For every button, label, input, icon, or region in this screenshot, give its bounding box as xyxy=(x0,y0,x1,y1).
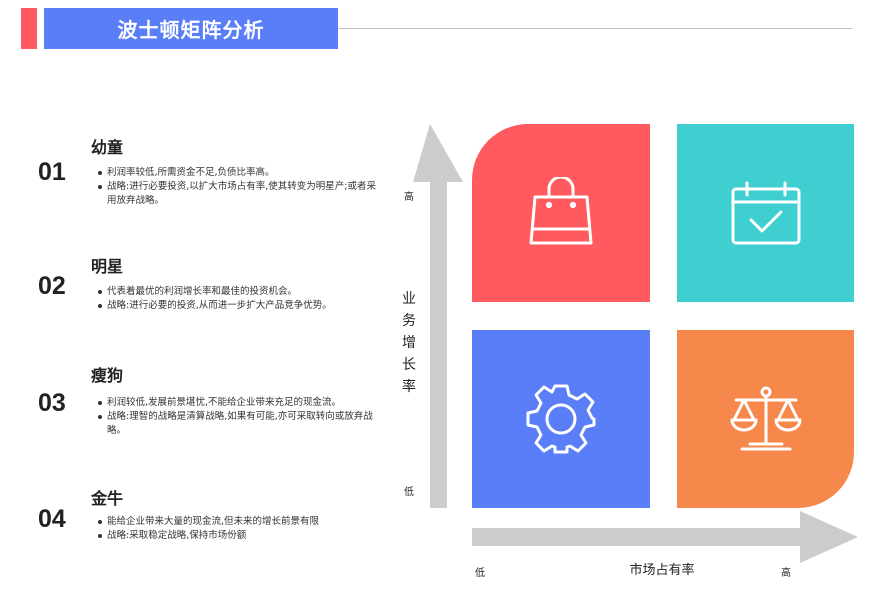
item-title: 幼童 xyxy=(91,138,124,157)
bullet-text: 战略:进行必要投资,以扩大市场占有率,使其转变为明星产;或者采用放弃战略。 xyxy=(98,180,376,208)
y-axis-title: 业务增长率 xyxy=(402,291,416,395)
shopping-bag-icon xyxy=(529,177,593,245)
x-axis-title: 市场占有率 xyxy=(629,563,695,578)
item-title: 明星 xyxy=(91,257,124,276)
x-axis-arrow xyxy=(472,511,858,563)
bullet-text: 代表着最优的利润增长率和最佳的投资机会。 xyxy=(98,285,376,299)
item-number: 01 xyxy=(38,158,66,186)
quadrant-top-left xyxy=(472,124,650,302)
bullet-text: 战略:进行必要的投资,从而进一步扩大产品竞争优势。 xyxy=(98,299,376,313)
item-bullets: 利润率较低,所需资金不足,负债比率高。 战略:进行必要投资,以扩大市场占有率,使… xyxy=(98,166,376,208)
bullet-text: 利润较低,发展前景堪忧,不能给企业带来充足的现金流。 xyxy=(98,396,376,410)
y-axis-low-label: 低 xyxy=(404,487,414,498)
item-number: 02 xyxy=(38,272,66,300)
item-title: 金牛 xyxy=(91,489,124,508)
item-title: 瘦狗 xyxy=(91,366,124,385)
header-accent-bar xyxy=(21,8,37,49)
page-title: 波士顿矩阵分析 xyxy=(117,18,265,42)
item-number: 04 xyxy=(38,505,66,533)
quadrant-bottom-right xyxy=(677,330,854,508)
x-axis-high-label: 高 xyxy=(781,568,791,579)
gear-icon xyxy=(526,384,596,454)
header-title-bar: 波士顿矩阵分析 xyxy=(44,8,338,49)
quadrant-top-right xyxy=(677,124,854,302)
balance-scale-icon xyxy=(730,386,801,451)
item-bullets: 能给企业带来大量的现金流,但未来的增长前景有限 战略:采取稳定战略,保持市场份额 xyxy=(98,515,376,543)
bullet-text: 战略:理智的战略是清算战略,如果有可能,亦可采取转向或放弃战略。 xyxy=(98,410,376,438)
calendar-check-icon xyxy=(731,181,800,245)
item-number: 03 xyxy=(38,389,66,417)
bullet-text: 战略:采取稳定战略,保持市场份额 xyxy=(98,529,376,543)
y-axis-high-label: 高 xyxy=(404,192,414,203)
x-axis-low-label: 低 xyxy=(475,568,485,579)
header-divider xyxy=(338,28,852,29)
item-bullets: 利润较低,发展前景堪忧,不能给企业带来充足的现金流。 战略:理智的战略是清算战略… xyxy=(98,396,376,438)
bullet-text: 利润率较低,所需资金不足,负债比率高。 xyxy=(98,166,376,180)
bullet-text: 能给企业带来大量的现金流,但未来的增长前景有限 xyxy=(98,515,376,529)
quadrant-bottom-left xyxy=(472,330,650,508)
item-bullets: 代表着最优的利润增长率和最佳的投资机会。 战略:进行必要的投资,从而进一步扩大产… xyxy=(98,285,376,313)
y-axis-arrow xyxy=(413,124,463,508)
